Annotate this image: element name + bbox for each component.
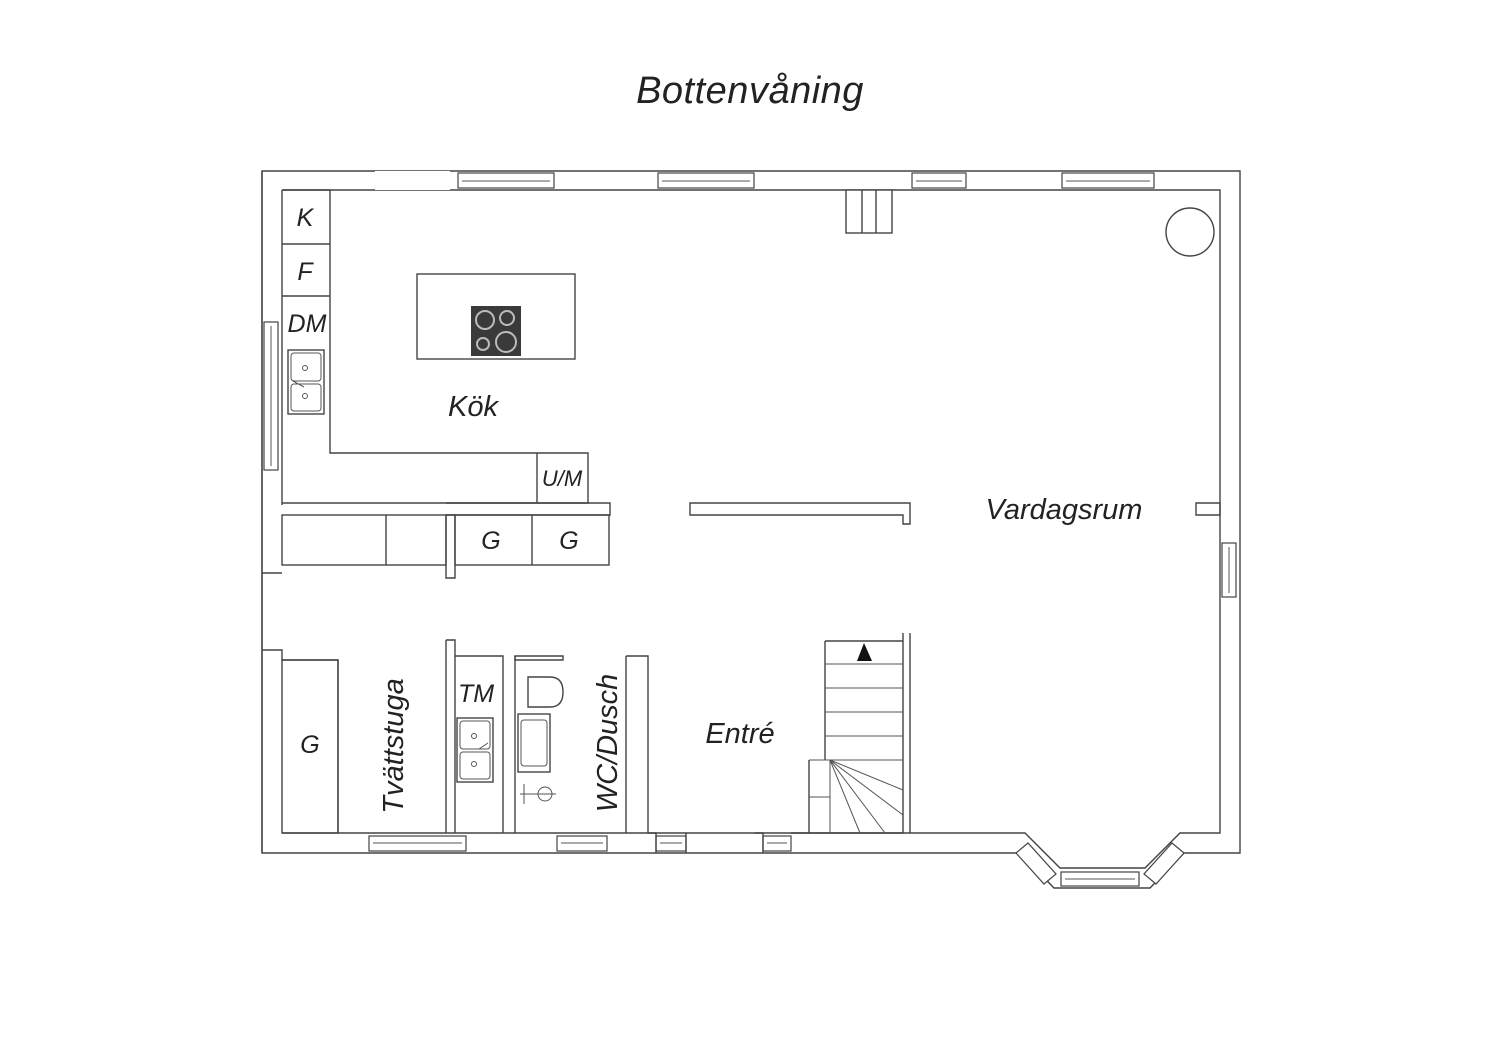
outer-walls — [261, 170, 1241, 889]
windows — [263, 171, 1237, 887]
staircase — [808, 633, 911, 834]
floor-title: Bottenvåning — [636, 70, 864, 112]
appliance-label-cabinet-2: G — [559, 527, 578, 555]
appliance-label-dishwasher: DM — [288, 310, 327, 338]
room-label-bathroom: WC/Dusch — [592, 674, 624, 813]
appliance-label-dryer: TM — [458, 680, 494, 708]
stair-arrow-icon — [857, 643, 872, 661]
appliance-label-fridge: K — [297, 204, 315, 232]
kitchen-counters — [281, 189, 611, 579]
room-label-living: Vardagsrum — [986, 494, 1143, 526]
appliance-label-oven-micro: U/M — [542, 466, 583, 491]
appliance-label-cabinet-1: G — [481, 527, 500, 555]
interior-walls — [262, 502, 1221, 853]
appliance-label-laundry-cabinet: G — [300, 731, 319, 759]
room-label-entrance: Entré — [705, 718, 774, 750]
chimney — [845, 189, 893, 234]
room-label-laundry: Tvättstuga — [378, 678, 410, 813]
round-stove — [1165, 207, 1215, 257]
appliance-label-freezer: F — [297, 258, 314, 286]
room-label-kitchen: Kök — [448, 391, 499, 423]
